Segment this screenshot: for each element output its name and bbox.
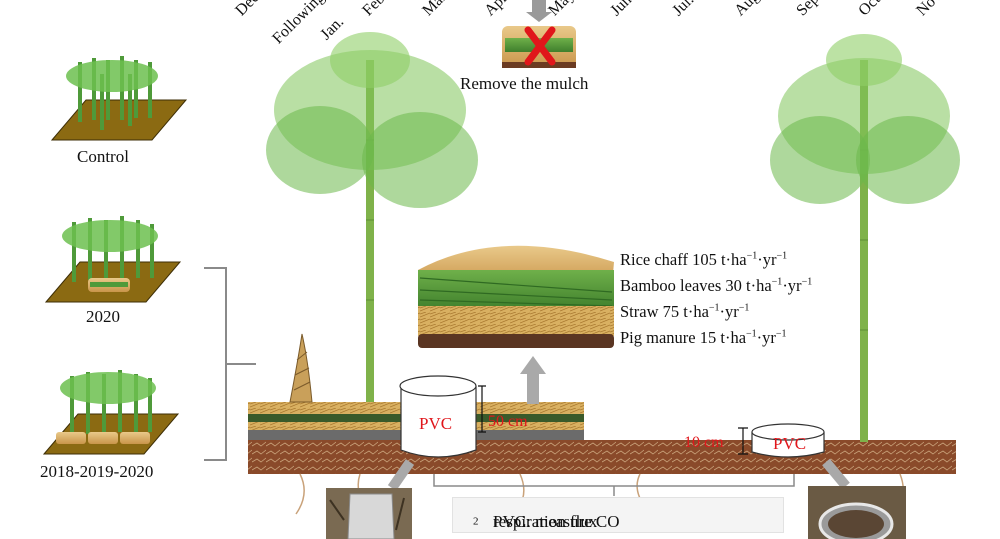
pvc-label-large: PVC [419, 414, 452, 433]
arrow-to-left-photo [387, 459, 415, 491]
arrow-to-right-photo [822, 458, 850, 490]
caption-bracket [433, 474, 795, 496]
field-photo-right [808, 486, 906, 539]
label-2018-2019-2020: 2018-2019-2020 [40, 462, 154, 481]
label-control: Control [77, 147, 129, 166]
mulch-stack [418, 245, 614, 348]
layer-label-straw: Straw 75 t·ha−1·yr−1 [620, 302, 750, 321]
plot-2020 [44, 216, 182, 303]
label-2020: 2020 [86, 307, 120, 326]
remove-mulch-label: Remove the mulch [460, 74, 589, 93]
pvc-collar-large [399, 375, 477, 458]
bamboo-tree-left [266, 32, 478, 402]
bamboo-tree-right [770, 34, 960, 442]
up-arrow [520, 356, 546, 404]
layer-label-bamboo-leaves: Bamboo leaves 30 t·ha−1·yr−1 [620, 276, 813, 295]
pvc-label-small: PVC [773, 434, 806, 453]
depth-label-10cm: 10 cm [684, 434, 724, 451]
control-plot [50, 56, 188, 141]
depth-bracket-large [478, 385, 486, 433]
pvc-collar-small [751, 423, 825, 458]
depth-label-50cm: 50 cm [488, 413, 528, 430]
bamboo-shoot-icon [289, 333, 313, 403]
plot-2018-2019-2020 [42, 370, 180, 455]
down-arrow-top [526, 0, 552, 22]
field-photo-left [326, 488, 412, 539]
removed-mulch-icon [502, 26, 576, 68]
treatment-bracket [204, 267, 256, 461]
layer-label-pig-manure: Pig manure 15 t·ha−1·yr−1 [620, 328, 787, 347]
layer-label-rice-chaff: Rice chaff 105 t·ha−1·yr−1 [620, 250, 788, 269]
depth-bracket-small [738, 427, 748, 455]
